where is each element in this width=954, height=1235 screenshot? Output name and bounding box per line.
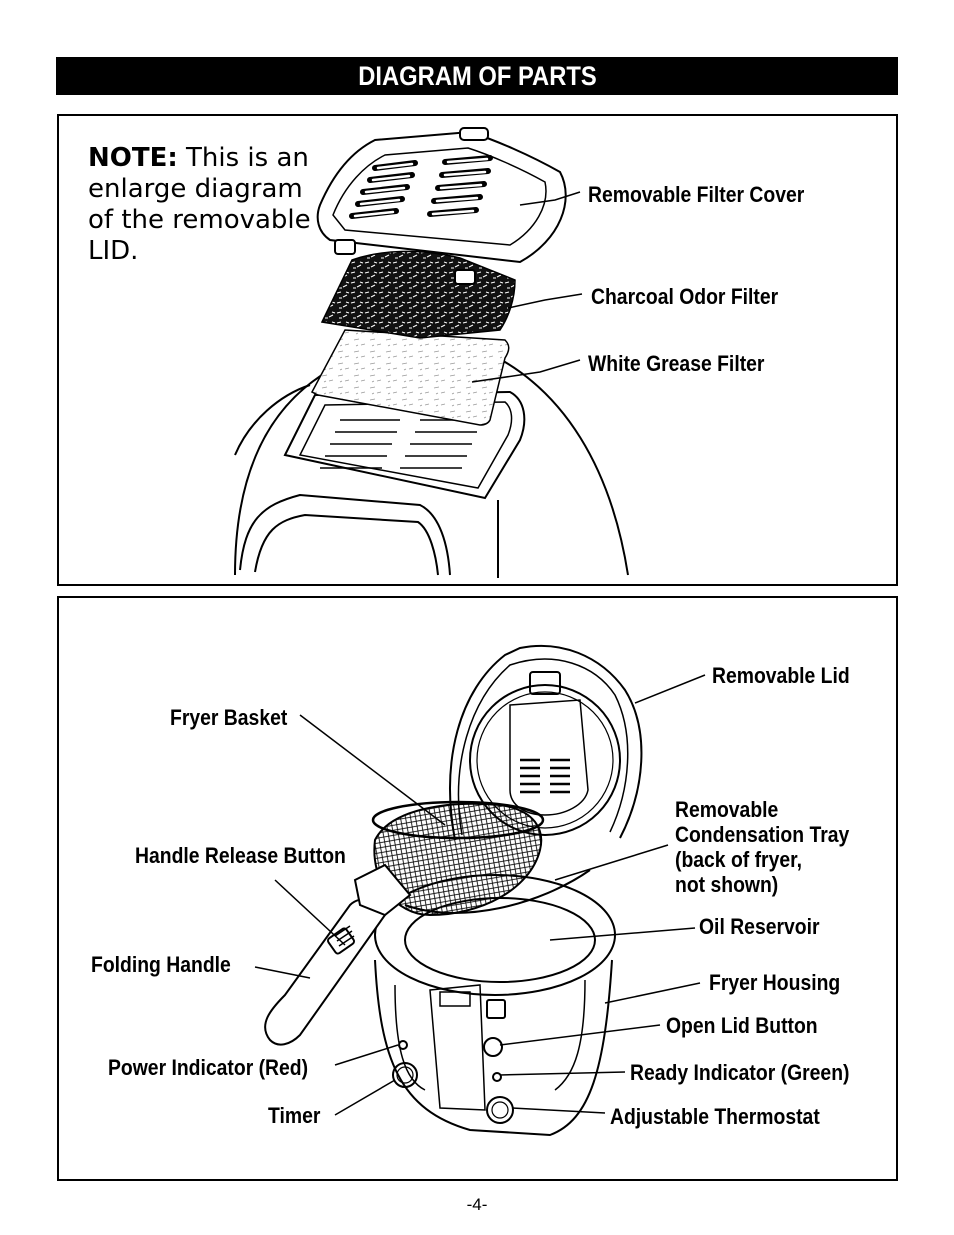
- fryer-illustration: [254, 644, 706, 1137]
- label-grease-filter: White Grease Filter: [588, 351, 765, 376]
- label-ready-indicator: Ready Indicator (Green): [630, 1060, 850, 1085]
- lid-vent-slots: [320, 419, 480, 469]
- label-power-indicator: Power Indicator (Red): [108, 1055, 309, 1080]
- lid-inner-vents: [520, 758, 570, 794]
- label-fryer-basket: Fryer Basket: [170, 705, 288, 730]
- label-open-lid-button: Open Lid Button: [666, 1013, 818, 1038]
- charcoal-odor-filter: [320, 250, 516, 339]
- lid-leader-lines: [471, 191, 583, 383]
- basket-handle-bracket: [353, 863, 412, 917]
- timer-knob: [392, 1062, 418, 1088]
- fryer-leader-lines: [254, 674, 706, 1116]
- lid-recess: [283, 390, 526, 500]
- label-filter-cover: Removable Filter Cover: [588, 182, 805, 207]
- label-thermostat: Adjustable Thermostat: [610, 1104, 820, 1129]
- label-condensation-tray-1: Removable: [675, 797, 779, 822]
- label-handle-release: Handle Release Button: [135, 843, 346, 868]
- white-grease-filter: [310, 329, 510, 426]
- label-removable-lid: Removable Lid: [712, 663, 850, 688]
- page-title-text: DIAGRAM OF PARTS: [357, 60, 597, 91]
- open-lid-button-shape: [483, 1037, 503, 1057]
- label-condensation-tray-3: (back of fryer,: [675, 847, 802, 872]
- label-folding-handle: Folding Handle: [91, 952, 231, 977]
- fryer-basket: [373, 802, 543, 917]
- lid-inner-window: [469, 684, 621, 836]
- fryer-housing-body: [374, 959, 613, 1137]
- lid-body-outline: [234, 360, 629, 576]
- thermostat-knob: [486, 1096, 514, 1124]
- lid-front-recess: [239, 493, 451, 576]
- label-fryer-housing: Fryer Housing: [709, 970, 841, 995]
- power-indicator-light: [398, 1040, 408, 1050]
- open-lid-outline: [449, 644, 643, 841]
- label-condensation-tray-4: not shown): [675, 872, 779, 897]
- note-text: This is an enlarge diagram of the remova…: [88, 143, 311, 266]
- lid-enlargement: [234, 127, 629, 578]
- label-condensation-tray-2: Condensation Tray: [675, 822, 850, 847]
- label-timer: Timer: [268, 1103, 321, 1128]
- label-oil-reservoir: Oil Reservoir: [699, 914, 820, 939]
- note-heading: NOTE:: [88, 143, 178, 173]
- label-charcoal-filter: Charcoal Odor Filter: [591, 284, 779, 309]
- handle-release-button-shape: [327, 927, 355, 955]
- lid-note: NOTE: This is an enlarge diagram of the …: [88, 143, 318, 267]
- control-panel: [429, 984, 486, 1111]
- page-number: -4-: [466, 1195, 488, 1214]
- page-title: DIAGRAM OF PARTS: [56, 57, 898, 95]
- lid-body-inner-curve: [234, 384, 311, 456]
- ready-indicator-light: [492, 1072, 502, 1082]
